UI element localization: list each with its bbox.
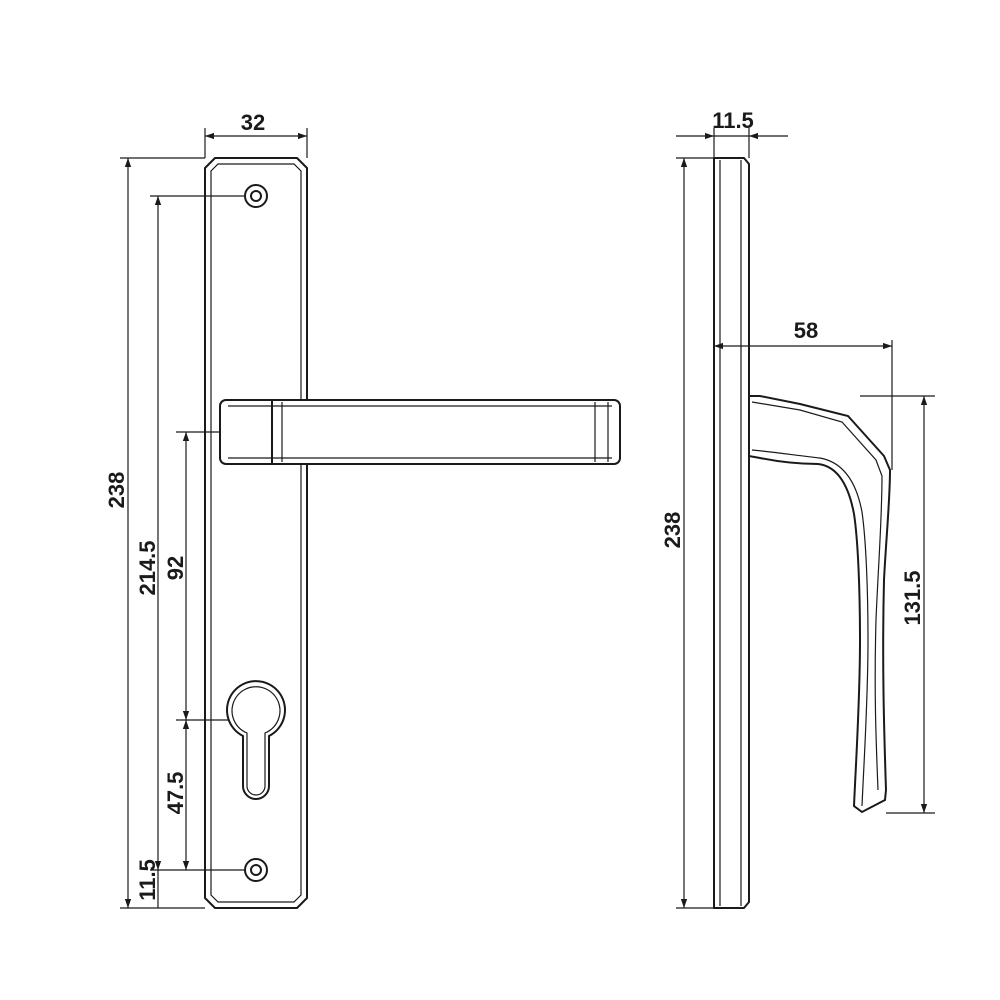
front-cylinder-hole-inner <box>231 686 281 796</box>
side-lever-projection-label: 58 <box>794 318 818 343</box>
front-plate-width-label: 32 <box>241 110 265 135</box>
side-lever <box>748 395 892 814</box>
front-backplate-inner <box>210 163 302 903</box>
front-total-height-label: 238 <box>104 472 129 509</box>
front-cylinder-hole <box>226 680 286 800</box>
side-view: 11.5 238 58 131.5 <box>660 108 935 909</box>
front-lever-to-cylinder-label: 92 <box>163 556 188 580</box>
front-bottom-screw <box>244 858 268 882</box>
front-lever <box>219 399 621 465</box>
side-backplate <box>713 157 750 909</box>
side-total-height-label: 238 <box>660 512 685 549</box>
front-backplate-outer <box>204 157 308 909</box>
front-cylinder-to-screw-label: 47.5 <box>163 772 188 815</box>
front-view: 32 238 214.5 92 47.5 11.5 <box>104 110 621 909</box>
side-plate-thickness-label: 11.5 <box>712 108 754 133</box>
front-screw-offset-label: 11.5 <box>135 859 160 901</box>
front-top-screw <box>244 184 268 208</box>
side-lever-height-label: 131.5 <box>900 570 925 625</box>
front-screw-spacing-label: 214.5 <box>135 540 160 595</box>
